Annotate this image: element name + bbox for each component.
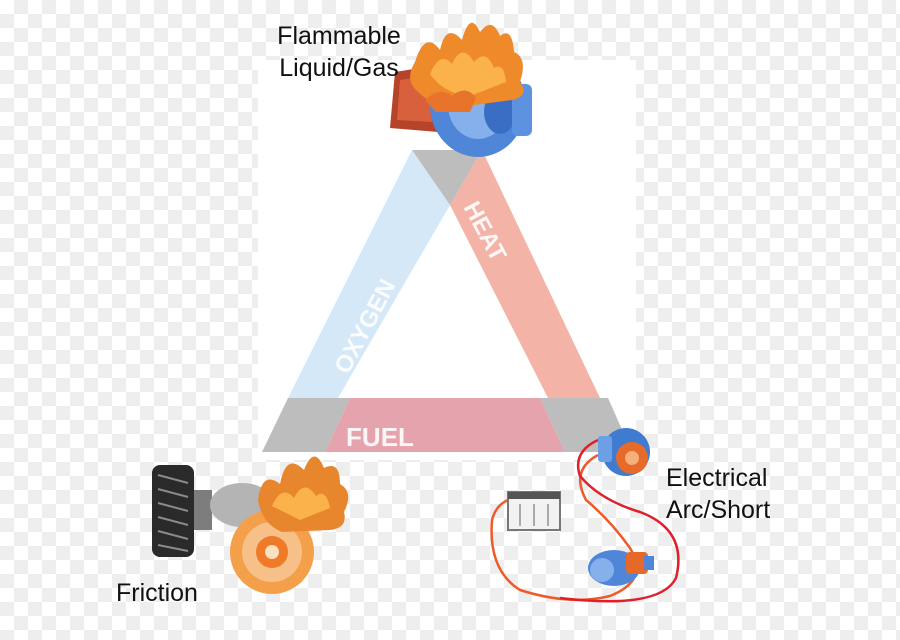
battery-icon [507,491,561,531]
oxygen-side [288,150,450,398]
flame-icon [410,22,524,112]
left-corner [262,398,350,452]
flammable-liquid-gas-label: Flammable Liquid/Gas [277,22,401,82]
alternator-icon [598,428,650,476]
electrical-arc-short-label: Electrical Arc/Short [666,464,771,524]
top-corner [412,150,482,205]
wire-icon [490,438,680,603]
starter-motor-icon [588,550,654,586]
fuel-side [325,398,565,452]
fuel-label: FUEL [346,422,414,452]
friction-label: Friction [116,579,198,607]
tire-icon [152,465,212,557]
heat-side [450,150,600,398]
brake-rotor-icon [210,483,314,594]
friction-flame-icon [258,456,349,532]
